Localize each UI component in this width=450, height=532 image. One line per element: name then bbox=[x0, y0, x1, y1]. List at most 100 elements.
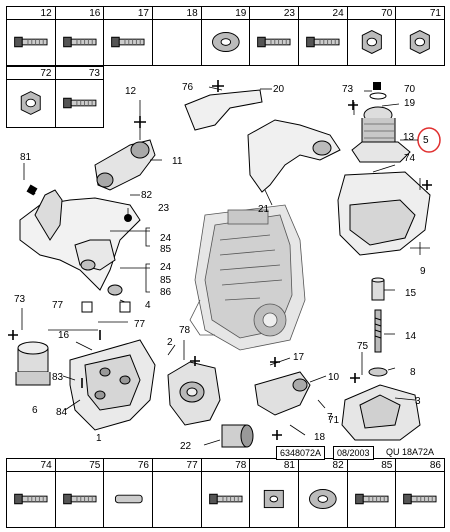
highlight-ring-part-5 bbox=[417, 127, 441, 153]
callout-c4: 4 bbox=[145, 300, 151, 311]
cell-number-bar bbox=[299, 459, 347, 472]
part-number-75: 75 bbox=[89, 460, 101, 471]
bolt-icon bbox=[56, 471, 104, 527]
stud-parts-15-14-8 bbox=[368, 277, 388, 377]
part-number-17: 17 bbox=[137, 8, 149, 19]
bottom-row-cell-76: 76 bbox=[103, 458, 153, 528]
part-number-86: 86 bbox=[429, 460, 441, 471]
drawing-number: 6348072A bbox=[276, 446, 326, 460]
cell-number-bar bbox=[396, 7, 444, 20]
callout-c73a: 73 bbox=[14, 294, 26, 305]
top-row-cell-12: 12 bbox=[6, 6, 56, 66]
washer-markers bbox=[26, 82, 387, 313]
engine-block-illustration bbox=[189, 204, 306, 351]
part-number-71: 71 bbox=[429, 8, 441, 19]
right-support-bracket-part-9 bbox=[337, 171, 431, 256]
part-number-74: 74 bbox=[40, 460, 52, 471]
callout-c76: 76 bbox=[182, 82, 194, 93]
callout-c77b: 77 bbox=[134, 319, 146, 330]
callout-c75: 75 bbox=[357, 341, 369, 352]
cell-number-bar bbox=[153, 7, 201, 20]
callout-c22: 22 bbox=[180, 441, 192, 452]
lower-bracket-part-1 bbox=[69, 339, 156, 431]
cell-number-bar bbox=[201, 459, 250, 472]
cell-number-bar bbox=[7, 7, 55, 20]
callout-c83: 83 bbox=[52, 372, 64, 383]
top-row-cell-17: 17 bbox=[103, 6, 153, 66]
cell-number-bar bbox=[7, 67, 55, 80]
bolt-icon bbox=[396, 471, 444, 527]
second-row-cell-72: 72 bbox=[6, 66, 56, 128]
cell-number-bar bbox=[55, 459, 104, 472]
middle-mount-part-2 bbox=[167, 361, 221, 426]
gearbox-link-part-10 bbox=[254, 371, 311, 416]
washer-icon bbox=[202, 19, 250, 65]
callout-c12: 12 bbox=[125, 86, 137, 97]
part-number-18: 18 bbox=[186, 8, 198, 19]
torque-arm-part-11 bbox=[94, 139, 156, 191]
top-row-cell-24: 24 bbox=[298, 6, 348, 66]
bolt-icon bbox=[202, 471, 250, 527]
right-engine-mount-part-5 bbox=[351, 106, 411, 163]
callout-c9: 9 bbox=[420, 266, 426, 277]
bolt-icon bbox=[250, 19, 298, 65]
part-number-70: 70 bbox=[381, 8, 393, 19]
callout-c6: 6 bbox=[32, 405, 38, 416]
bushing-part-22 bbox=[221, 424, 254, 448]
part-number-12: 12 bbox=[40, 8, 52, 19]
cell-number-bar bbox=[104, 459, 152, 472]
callout-c19: 19 bbox=[404, 98, 416, 109]
callout-c70: 70 bbox=[404, 84, 416, 95]
washer-icon bbox=[299, 471, 347, 527]
bottom-row-cell-74: 74 bbox=[6, 458, 56, 528]
callout-c82: 82 bbox=[141, 190, 153, 201]
left-mount-bracket bbox=[19, 189, 141, 296]
nut-icon bbox=[396, 19, 444, 65]
cell-number-bar bbox=[7, 459, 55, 472]
callout-c23: 23 bbox=[158, 203, 170, 214]
callout-c16: 16 bbox=[58, 330, 70, 341]
part-number-77: 77 bbox=[186, 460, 198, 471]
callout-c78: 78 bbox=[179, 325, 191, 336]
callout-c21: 21 bbox=[258, 204, 270, 215]
part-number-81: 81 bbox=[283, 460, 295, 471]
part-number-85: 85 bbox=[381, 460, 393, 471]
cell-number-bar bbox=[347, 7, 396, 20]
callout-c81: 81 bbox=[20, 152, 32, 163]
callout-c5: 5 bbox=[423, 135, 429, 146]
callout-c20: 20 bbox=[273, 84, 285, 95]
part-number-76: 76 bbox=[137, 460, 149, 471]
callout-c86: 86 bbox=[160, 287, 172, 298]
part-number-16: 16 bbox=[89, 8, 101, 19]
nut-icon bbox=[7, 79, 55, 127]
bolt-icon bbox=[299, 19, 347, 65]
callout-c84: 84 bbox=[56, 407, 68, 418]
callout-c2: 2 bbox=[167, 337, 173, 348]
callout-c17: 17 bbox=[293, 352, 305, 363]
callout-c85a: 85 bbox=[160, 244, 172, 255]
lower-left-mount-part-6 bbox=[15, 341, 51, 386]
part-number-78: 78 bbox=[235, 460, 247, 471]
part-number-19: 19 bbox=[235, 8, 247, 19]
bolt-icon bbox=[104, 19, 152, 65]
top-row-cell-16: 16 bbox=[54, 6, 105, 66]
bottom-row-cell-81: 81 bbox=[249, 458, 299, 528]
top-row-cell-71: 71 bbox=[395, 6, 445, 66]
callout-c14: 14 bbox=[405, 331, 417, 342]
part-number-24: 24 bbox=[332, 8, 344, 19]
cell-number-bar bbox=[153, 459, 201, 472]
callout-c24a: 24 bbox=[160, 233, 172, 244]
upper-bracket-parts-20-21 bbox=[184, 89, 341, 193]
callout-c77a: 77 bbox=[52, 300, 64, 311]
bolt-icon bbox=[348, 471, 396, 527]
cell-number-bar bbox=[55, 67, 103, 80]
callout-c10: 10 bbox=[328, 372, 340, 383]
callout-c7: 7 bbox=[327, 412, 333, 423]
top-row-cell-19: 19 bbox=[200, 6, 251, 66]
cell-number-bar bbox=[201, 7, 250, 20]
bottom-row-cell-77: 77 bbox=[152, 458, 202, 528]
cell-number-bar bbox=[250, 459, 298, 472]
drawing-code: QU 18A72A bbox=[383, 446, 438, 458]
cell-number-bar bbox=[299, 7, 347, 20]
